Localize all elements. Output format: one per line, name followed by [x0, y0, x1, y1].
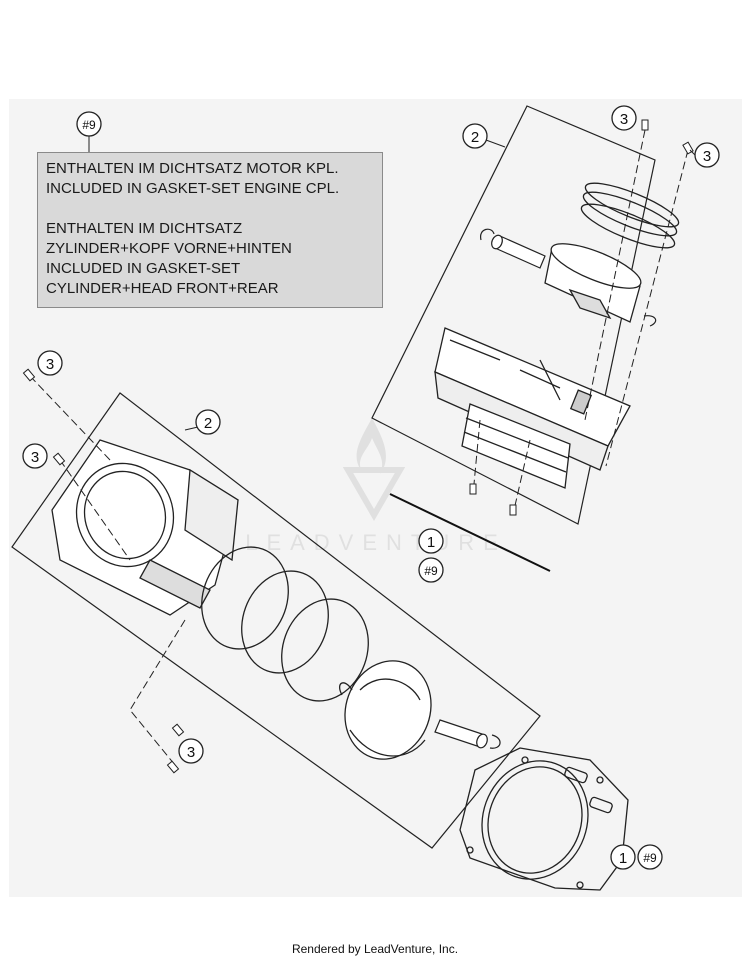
assembly-lines-rear [473, 129, 689, 511]
watermark-flame-icon [356, 418, 386, 474]
watermark: LEADVENTURE [245, 418, 507, 555]
callout-3-top-a: 3 [611, 105, 637, 131]
piston-pin-front [434, 719, 501, 749]
svg-text:#9: #9 [82, 118, 96, 132]
gasket-set-note: ENTHALTEN IM DICHTSATZ MOTOR KPL. INCLUD… [37, 152, 383, 308]
dowels-front [22, 368, 185, 774]
svg-text:2: 2 [204, 415, 212, 432]
cylinder-rear [434, 327, 631, 489]
svg-text:2: 2 [471, 129, 479, 146]
callout-3-top-b: 3 [689, 142, 720, 168]
piston-rings-rear [580, 182, 680, 249]
head-gasket-rear [389, 493, 551, 572]
piston-rings-front [201, 546, 369, 702]
callout-2-top: 2 [462, 123, 506, 149]
cylinder-group-frame-rear [371, 105, 656, 525]
cylinder-front [51, 439, 239, 616]
callout-9-note: #9 [76, 111, 102, 152]
head-gasket-front [459, 747, 629, 891]
callout-3-left-a: 3 [37, 350, 63, 376]
note-line-de-1: ENTHALTEN IM DICHTSATZ MOTOR KPL. [46, 160, 339, 177]
callout-3-left-b: 3 [22, 443, 48, 469]
svg-text:1: 1 [427, 534, 435, 551]
watermark-v-icon [342, 467, 406, 521]
piston-front [338, 660, 432, 760]
svg-text:#9: #9 [643, 851, 657, 865]
piston-rear [544, 243, 642, 323]
note-line-en-1: INCLUDED IN GASKET-SET ENGINE CPL. [46, 180, 340, 197]
svg-text:3: 3 [703, 148, 711, 165]
svg-text:3: 3 [187, 744, 195, 761]
cylinder-group-frame-front [11, 392, 541, 849]
note-line-en-2a: INCLUDED IN GASKET-SET [46, 260, 241, 277]
footer-credit: Rendered by LeadVenture, Inc. [291, 942, 459, 956]
svg-text:3: 3 [31, 449, 39, 466]
svg-text:#9: #9 [424, 564, 438, 578]
assembly-lines-front [29, 375, 186, 766]
callout-2-mid: 2 [184, 409, 221, 435]
callout-1-mid: 1 [418, 528, 444, 554]
piston-pin-rear [480, 228, 657, 327]
callout-1-bottom: 1 [610, 844, 636, 870]
note-line-en-2b: CYLINDER+HEAD FRONT+REAR [46, 280, 279, 297]
callout-9-mid: #9 [418, 557, 444, 583]
callout-3-bottom: 3 [178, 738, 204, 764]
svg-text:1: 1 [619, 850, 627, 867]
svg-text:3: 3 [620, 111, 628, 128]
note-line-de-2b: ZYLINDER+KOPF VORNE+HINTEN [46, 240, 292, 257]
callout-9-bottom: #9 [637, 844, 663, 870]
note-line-de-2a: ENTHALTEN IM DICHTSATZ [46, 220, 243, 237]
watermark-text: LEADVENTURE [245, 530, 507, 555]
svg-text:3: 3 [46, 356, 54, 373]
